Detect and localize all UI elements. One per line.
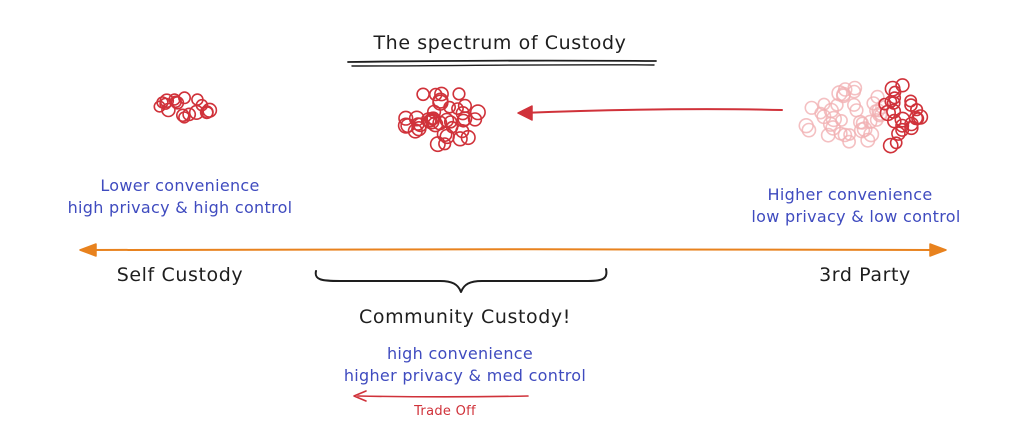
cluster-circle bbox=[853, 122, 871, 139]
community-custody-label: Community Custody! bbox=[358, 306, 571, 328]
tradeoff-arrow bbox=[357, 395, 529, 398]
cluster-circle bbox=[159, 93, 175, 108]
cluster-circle bbox=[429, 136, 446, 153]
cluster-circle bbox=[411, 120, 427, 137]
cluster-circle bbox=[398, 110, 414, 126]
cluster-circle bbox=[416, 87, 430, 102]
self-custody-cluster-icon bbox=[153, 91, 218, 124]
cluster-circle bbox=[820, 127, 836, 143]
cluster-circle bbox=[452, 87, 466, 101]
cluster-circle bbox=[182, 107, 197, 122]
title-underline bbox=[347, 59, 657, 63]
axis-right-arrowhead bbox=[929, 243, 947, 257]
cluster-circle bbox=[451, 102, 464, 115]
third-party-label: 3rd Party bbox=[819, 264, 911, 286]
cluster-circle bbox=[457, 98, 473, 113]
cluster-circle bbox=[882, 137, 899, 154]
cluster-circle bbox=[891, 126, 906, 141]
cluster-circle bbox=[443, 115, 458, 129]
cluster-circle bbox=[814, 106, 828, 120]
cluster-circle bbox=[894, 111, 911, 128]
movement-arrow bbox=[521, 108, 783, 114]
cluster-circle bbox=[895, 118, 910, 133]
third-party-faded-cluster-icon bbox=[798, 80, 890, 149]
self-custody-convenience: Lower convenience bbox=[100, 176, 260, 195]
cluster-circle bbox=[835, 114, 848, 127]
cluster-circle bbox=[909, 103, 924, 117]
third-party-cluster-icon bbox=[878, 78, 929, 154]
cluster-circle bbox=[804, 100, 819, 115]
self-custody-privacy-control: high privacy & high control bbox=[67, 198, 293, 217]
cluster-circle bbox=[460, 129, 476, 146]
cluster-circle bbox=[847, 84, 862, 99]
cluster-circle bbox=[869, 113, 884, 127]
cluster-circle bbox=[904, 120, 919, 136]
cluster-circle bbox=[847, 80, 863, 96]
third-party-privacy-control: low privacy & low control bbox=[751, 207, 961, 226]
axis-left-arrowhead bbox=[79, 243, 97, 257]
cluster-circle bbox=[801, 122, 817, 138]
cluster-circle bbox=[831, 85, 848, 102]
cluster-circle bbox=[895, 78, 910, 93]
diagram-title: The spectrum of Custody bbox=[373, 32, 627, 54]
community-convenience: high convenience bbox=[386, 344, 534, 363]
cluster-circle bbox=[836, 86, 851, 102]
cluster-circle bbox=[432, 115, 448, 131]
cluster-circle bbox=[467, 112, 483, 127]
cluster-circle bbox=[817, 97, 831, 111]
title-underline-2 bbox=[351, 64, 655, 67]
community-custody-cluster-icon bbox=[397, 86, 486, 153]
spectrum-axis bbox=[89, 248, 935, 251]
cluster-circle bbox=[904, 116, 919, 132]
cluster-circle bbox=[798, 117, 814, 134]
cluster-circle bbox=[452, 131, 468, 147]
cluster-circle bbox=[888, 85, 902, 99]
cluster-circle bbox=[434, 86, 449, 102]
cluster-circle bbox=[456, 113, 471, 128]
cluster-circle bbox=[169, 95, 182, 109]
cluster-circle bbox=[191, 93, 204, 106]
cluster-circle bbox=[878, 97, 892, 111]
community-privacy-control: higher privacy & med control bbox=[343, 366, 587, 385]
cluster-circle bbox=[469, 104, 486, 121]
community-brace bbox=[314, 268, 608, 293]
third-party-convenience: Higher convenience bbox=[767, 185, 933, 204]
cluster-circle bbox=[888, 91, 902, 105]
cluster-circle bbox=[438, 137, 452, 151]
cluster-circle bbox=[879, 104, 896, 122]
tradeoff-arrow-head bbox=[353, 390, 367, 402]
cluster-circle bbox=[889, 136, 903, 150]
cluster-circle bbox=[849, 103, 864, 118]
cluster-circle bbox=[201, 106, 214, 119]
tradeoff-label: Trade Off bbox=[414, 404, 476, 419]
cluster-circle bbox=[428, 87, 443, 102]
self-custody-label: Self Custody bbox=[116, 264, 244, 286]
movement-arrow-head bbox=[517, 105, 533, 121]
